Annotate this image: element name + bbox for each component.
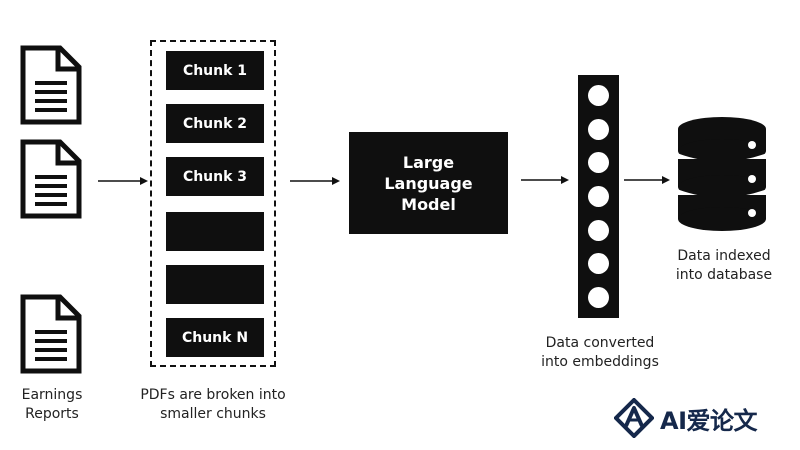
embedding-dot: [588, 186, 609, 207]
llm-label-line1: Large: [402, 152, 455, 172]
llm-label-line3: Model: [401, 194, 456, 214]
document-icon: [20, 139, 82, 219]
database-caption: Data indexed into database: [656, 247, 792, 285]
chunk-2: Chunk 2: [166, 104, 264, 143]
chunks-caption-line2: smaller chunks: [160, 406, 266, 422]
database-caption-line1: Data indexed: [677, 248, 771, 264]
database-caption-line2: into database: [675, 267, 773, 283]
sources-caption-line2: Reports: [25, 406, 79, 422]
arrow-icon: [290, 177, 340, 185]
document-icon: [20, 45, 82, 125]
document-icon: [20, 294, 82, 374]
brand-text: AI爱论文: [660, 406, 758, 435]
chunk-n: Chunk N: [166, 318, 264, 357]
embeddings-caption-line2: into embeddings: [541, 354, 659, 370]
chunk-1: Chunk 1: [166, 51, 264, 90]
arrow-icon: [624, 176, 670, 184]
chunk-5: [166, 265, 264, 304]
embedding-dot: [588, 287, 609, 308]
brand-logo-icon: [614, 398, 654, 438]
chunk-4: [166, 212, 264, 251]
arrow-icon: [521, 176, 569, 184]
embedding-vector: [578, 75, 619, 318]
chunks-caption: PDFs are broken into smaller chunks: [128, 386, 298, 424]
embedding-dot: [588, 219, 609, 241]
embeddings-caption: Data converted into embeddings: [522, 334, 678, 372]
brand-watermark: AI爱论文: [614, 398, 758, 438]
embedding-dot: [588, 85, 609, 106]
llm-box: Large Language Model: [349, 132, 508, 234]
chunks-container: [150, 40, 276, 367]
sources-caption: Earnings Reports: [10, 386, 94, 424]
embedding-dot: [588, 118, 609, 140]
embeddings-caption-line1: Data converted: [545, 335, 655, 351]
embedding-dot: [588, 253, 609, 275]
embedding-dot: [588, 152, 609, 174]
llm-label-line2: Language: [384, 173, 473, 193]
sources-caption-line1: Earnings: [21, 387, 83, 403]
arrow-icon: [98, 177, 148, 185]
database-icon: [677, 117, 767, 231]
chunks-caption-line1: PDFs are broken into: [140, 387, 286, 403]
chunk-3: Chunk 3: [166, 157, 264, 196]
